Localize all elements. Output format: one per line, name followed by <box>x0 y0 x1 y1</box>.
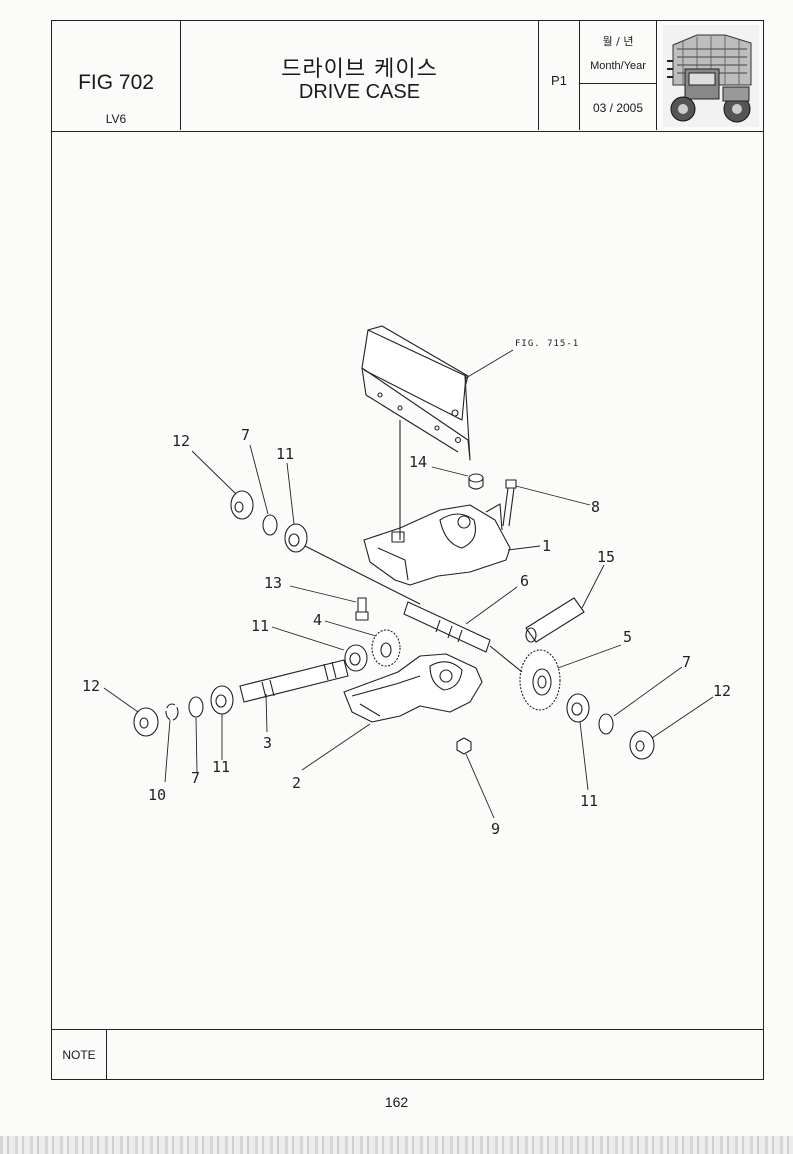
callout-12-left: 12 <box>82 677 100 695</box>
note-label: NOTE <box>52 1030 107 1079</box>
callout-4: 4 <box>313 611 322 629</box>
callout-2: 2 <box>292 774 301 792</box>
callout-3: 3 <box>263 734 272 752</box>
washer-part-right <box>629 730 655 760</box>
bearing-part-right <box>566 693 590 723</box>
callout-7-right: 7 <box>682 653 691 671</box>
month-year-korean: 월 / 년 <box>602 35 634 48</box>
callout-13: 13 <box>264 574 282 592</box>
ring-part-left <box>188 696 204 718</box>
page-cell: P1 <box>539 21 580 130</box>
scan-edge <box>0 1136 793 1154</box>
callout-7-top: 7 <box>241 426 250 444</box>
seal-tube-part <box>525 597 585 643</box>
model-code: LV6 <box>105 112 127 126</box>
callout-1: 1 <box>542 537 551 555</box>
title-english: DRIVE CASE <box>298 81 421 103</box>
callout-7-left: 7 <box>191 769 200 787</box>
figure-number: FIG 702 <box>78 71 154 94</box>
date-cell: 월 / 년 Month/Year 03 / 2005 <box>580 21 657 130</box>
callout-12-right: 12 <box>713 682 731 700</box>
page-number: 162 <box>384 1094 409 1110</box>
figure-reference: FIG. 715-1 <box>515 339 579 349</box>
mounting-plate <box>361 325 471 461</box>
callout-11-left: 11 <box>212 758 230 776</box>
callout-14: 14 <box>409 453 427 471</box>
callout-11-right: 11 <box>580 792 598 810</box>
lower-case-part <box>343 653 483 723</box>
callout-11-mid: 11 <box>251 617 269 635</box>
callout-11-top: 11 <box>276 445 294 463</box>
callout-12-top: 12 <box>172 432 190 450</box>
bearing-part-mid <box>344 644 368 672</box>
title-block: FIG 702 LV6 드라이브 케이스 DRIVE CASE P1 월 / 년… <box>52 21 763 132</box>
washer-part-top <box>230 490 254 520</box>
callout-15: 15 <box>597 548 615 566</box>
callout-6: 6 <box>520 572 529 590</box>
circlip-part <box>165 703 179 721</box>
bearing-part-left <box>210 685 234 715</box>
date-divider <box>580 83 656 84</box>
washer-part-left <box>133 707 159 737</box>
thumbnail-cell <box>657 21 763 130</box>
input-shaft-part <box>239 659 349 703</box>
month-year-english: Month/Year <box>590 60 646 72</box>
title-korean: 드라이브 케이스 <box>281 57 438 82</box>
upper-case-part <box>363 420 511 586</box>
bearing-part-top <box>284 523 308 553</box>
ring-part-top <box>262 514 278 536</box>
page-frame: FIG 702 LV6 드라이브 케이스 DRIVE CASE P1 월 / 년… <box>51 20 764 1080</box>
tractor-thumbnail <box>663 25 759 127</box>
plug-part <box>468 473 484 490</box>
nut-part <box>456 737 472 755</box>
title-cell: 드라이브 케이스 DRIVE CASE <box>181 21 539 130</box>
bevel-gear-part <box>519 649 561 711</box>
ring-part-right <box>598 713 614 735</box>
leader-lines <box>103 349 714 819</box>
callout-8: 8 <box>591 498 600 516</box>
small-gear-part <box>371 629 401 667</box>
callout-10: 10 <box>148 786 166 804</box>
shaft-part <box>403 601 491 653</box>
bolt-13-part <box>355 597 369 621</box>
month-year-value: 03 / 2005 <box>592 101 644 115</box>
callout-9: 9 <box>491 820 500 838</box>
note-row: NOTE <box>52 1029 763 1079</box>
callout-5: 5 <box>623 628 632 646</box>
figure-cell: FIG 702 LV6 <box>52 21 181 130</box>
bolt-part <box>502 479 517 527</box>
page-label: P1 <box>551 73 567 88</box>
